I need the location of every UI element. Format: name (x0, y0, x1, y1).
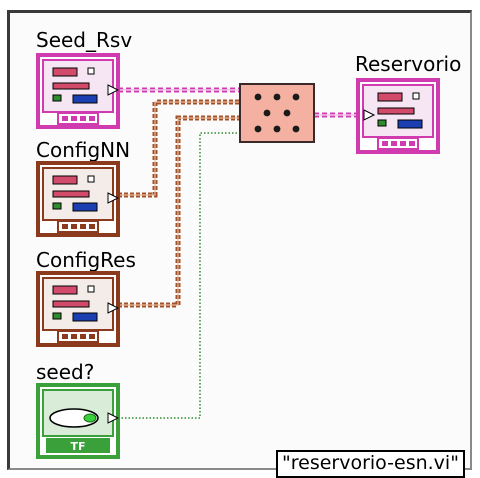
boolean-switch-icon (49, 408, 99, 428)
configres-wire[interactable] (118, 115, 240, 308)
confignn-terminal[interactable] (36, 161, 120, 237)
configres-label: ConfigRes (36, 248, 136, 272)
bundle-node[interactable] (239, 83, 315, 143)
seed-flag-terminal[interactable]: TF (36, 383, 120, 459)
seed-flag-wire[interactable] (118, 132, 240, 419)
seed-rsv-label: Seed_Rsv (36, 28, 133, 52)
reservorio-terminal[interactable] (356, 78, 440, 154)
cluster-icon (52, 175, 98, 212)
bundle-node-icon (254, 93, 300, 133)
seed-flag-label: seed? (36, 360, 95, 384)
confignn-label: ConfigNN (36, 138, 131, 162)
cluster-icon (52, 285, 98, 322)
configres-terminal[interactable] (36, 271, 120, 347)
vi-name-label: "reservorio-esn.vi" (276, 450, 465, 478)
seed-flag-type-text: TF (70, 440, 85, 453)
cluster-icon (377, 92, 423, 129)
seed-rsv-terminal[interactable] (36, 53, 120, 129)
reservorio-label: Reservorio (355, 52, 462, 76)
cluster-icon (52, 67, 98, 104)
confignn-wire[interactable] (118, 99, 240, 198)
